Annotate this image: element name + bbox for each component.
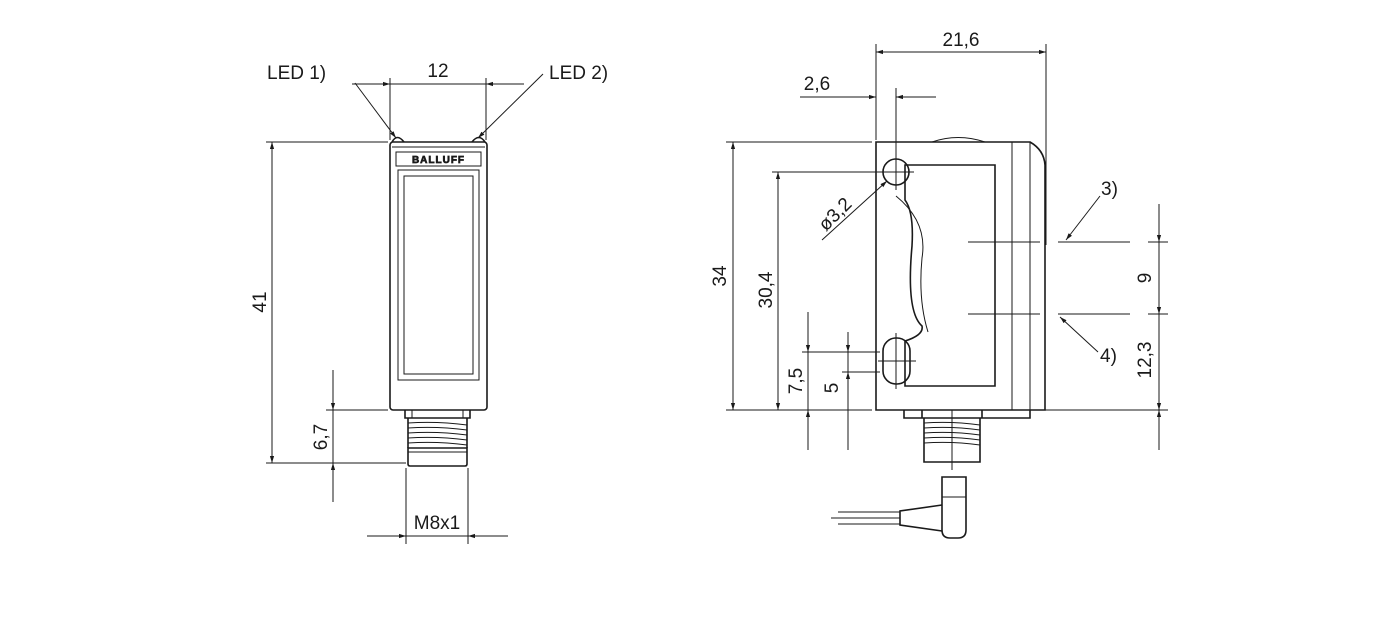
slot-center-label: 7,5 xyxy=(786,368,807,394)
led1-bump xyxy=(391,136,405,143)
side-window xyxy=(904,164,996,387)
dim-side-width: 21,6 xyxy=(875,30,1047,245)
thread-label: M8x1 xyxy=(414,513,460,534)
front-height-label: 41 xyxy=(250,291,271,312)
front-view: BALLUFF 12 LED 1) LED 2) xyxy=(250,61,608,544)
dim-slot-height: 5 xyxy=(822,332,880,450)
hole-diameter-label: ø3,2 xyxy=(815,194,857,236)
dim-side-height: 34 xyxy=(710,141,872,411)
slot-height-label: 5 xyxy=(822,383,843,394)
optical-axes: 3) 4) xyxy=(968,179,1168,367)
front-housing: BALLUFF xyxy=(389,136,488,411)
side-width-label: 21,6 xyxy=(943,30,980,51)
lower-axis-label: 12,3 xyxy=(1135,342,1156,379)
led1-label: LED 1) xyxy=(267,63,326,84)
note-3-label: 3) xyxy=(1101,179,1118,200)
led2-label: LED 2) xyxy=(549,63,608,84)
hole-spacing-label: 30,4 xyxy=(756,271,777,308)
side-connector xyxy=(831,410,1031,539)
dim-thread: M8x1 xyxy=(367,468,508,544)
front-connector xyxy=(404,410,471,467)
led-leaders: LED 1) LED 2) xyxy=(267,63,608,139)
dim-slot-center: 7,5 xyxy=(786,312,880,450)
dim-front-height: 41 xyxy=(250,141,406,464)
cable-plug xyxy=(941,476,967,539)
hole-offset-label: 2,6 xyxy=(804,74,830,95)
dim-axis-spacing: 9 12,3 xyxy=(1040,204,1168,450)
side-view: 21,6 2,6 ø3,2 34 30,4 xyxy=(710,30,1168,539)
dim-hole-spacing: 30,4 xyxy=(756,171,880,410)
side-height-label: 34 xyxy=(710,265,731,287)
dim-hole-offset: 2,6 xyxy=(800,74,936,156)
connector-length-label: 6,7 xyxy=(311,424,332,450)
note-4-label: 4) xyxy=(1100,346,1117,367)
axis-spacing-label: 9 xyxy=(1135,273,1156,284)
dim-connector-length: 6,7 xyxy=(311,370,388,502)
side-housing xyxy=(875,137,1046,411)
brand-logo: BALLUFF xyxy=(412,155,465,166)
front-width-label: 12 xyxy=(427,61,448,82)
dim-front-width: 12 xyxy=(352,61,524,140)
